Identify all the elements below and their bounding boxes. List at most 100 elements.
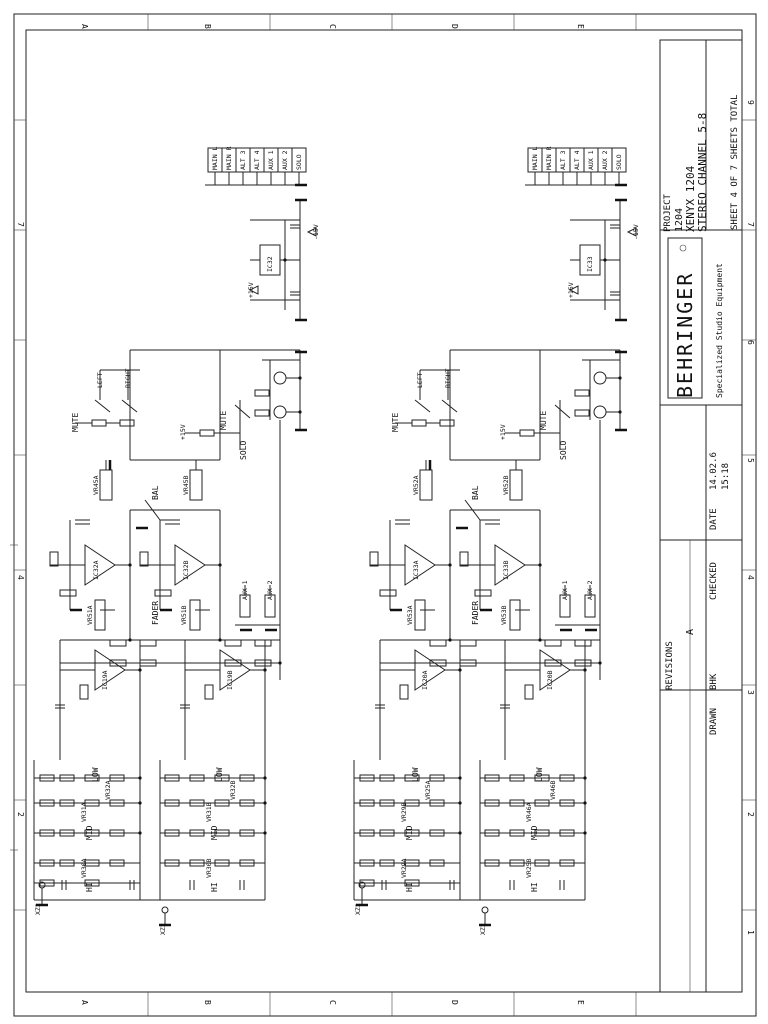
right-eq-mid-1: MID [405, 825, 414, 840]
drawn-value: BHK [709, 673, 719, 690]
right-pot-4: VR25B [525, 858, 533, 878]
right-eq-hi-2: HI [530, 882, 539, 892]
right-bus-4: ALT 4 [573, 150, 581, 170]
zone-letter-top-e: E [576, 24, 585, 29]
left-pwr-3: +15V [179, 424, 187, 440]
right-pot-2: VR29B [400, 802, 408, 822]
left-left-label: LEFT [96, 372, 104, 388]
left-ic-4: IC32B [182, 560, 190, 580]
dimension-mark [10, 544, 18, 851]
right-bus-5: AUX 1 [587, 150, 595, 170]
zone-letter-top-b: B [203, 24, 212, 29]
product-name: XENYX 1204 [684, 165, 697, 232]
left-right-label: RIGHT [124, 368, 132, 388]
drawn-label: DRAWN [709, 708, 719, 735]
right-mute-label-2: MUTE [539, 411, 548, 430]
left-ic-3: IC32A [92, 560, 100, 580]
zone-number-5: 5 [746, 458, 755, 463]
right-bus-1: MAIN L [531, 146, 539, 170]
right-connector-1: XZ2 [354, 903, 362, 915]
right-bus-2: MAIN R [545, 146, 553, 170]
right-ic-1: IC20A [421, 670, 429, 690]
zone-letter-top-d: D [450, 24, 459, 29]
left-ic-5: IC32 [266, 256, 274, 272]
right-bus-6: AUX 2 [601, 150, 609, 170]
right-pot-3: VR25A [424, 780, 432, 800]
left-bal-label: BAL [151, 485, 160, 500]
left-pot-6: VR32B [229, 780, 237, 800]
left-mute-label-2: MUTE [219, 411, 228, 430]
left-solo-label: SOLO [239, 441, 248, 460]
left-pot-4: VR30B [205, 858, 213, 878]
left-eq-mid-2: MID [210, 825, 219, 840]
left-fader-label: FADER [151, 601, 160, 625]
left-bus-6: AUX 2 [281, 150, 289, 170]
left-eq-low-2: LOW [215, 767, 224, 782]
right-mute-label-1: MUTE [391, 413, 400, 432]
left-ic-1: IC19A [101, 670, 109, 690]
left-pwr-1: +15V [247, 282, 255, 298]
right-pot-8: VR52B [502, 475, 510, 495]
left-eq-low-1: LOW [91, 767, 100, 782]
zone-number-left-7: 7 [16, 222, 25, 227]
left-bus-3: ALT 3 [239, 150, 247, 170]
zone-ticks [14, 14, 756, 1016]
left-aux1-label: AUX 1 [241, 580, 249, 600]
right-eq-low-2: LOW [535, 767, 544, 782]
revisions-label: REVISIONS [665, 641, 675, 690]
zone-number-9: 9 [746, 100, 755, 105]
left-pot-7: VR45A [92, 475, 100, 495]
right-ic-3: IC33A [412, 560, 420, 580]
right-ic-4: IC33B [502, 560, 510, 580]
left-pot-5: VR31B [205, 802, 213, 822]
left-ic-2: IC19B [226, 670, 234, 690]
zone-number-1: 1 [746, 930, 755, 935]
right-solo-label: SOLO [559, 441, 568, 460]
right-connector-2: XZ2 [479, 923, 487, 935]
zone-number-3: 3 [746, 690, 755, 695]
registered-mark-icon [679, 244, 687, 252]
title-block: PROJECT 1204 XENYX 1204 STEREO CHANNEL 5… [659, 39, 743, 993]
right-pot-9: VR53A [406, 605, 414, 625]
right-bal-label: BAL [471, 485, 480, 500]
outer-frame [13, 13, 757, 1017]
right-bus-7: SOLO [615, 154, 623, 170]
right-pot-1: VR29A [400, 858, 408, 878]
left-pot-10: VR51B [180, 605, 188, 625]
left-eq-mid-1: MID [85, 825, 94, 840]
zone-letter-bottom-b: B [203, 1000, 212, 1005]
left-eq-hi-1: HI [85, 882, 94, 892]
right-pwr-2: -15V [632, 224, 640, 240]
date-label: DATE [709, 508, 719, 530]
left-aux2-label: AUX 2 [266, 580, 274, 600]
zone-number-2: 2 [746, 812, 755, 817]
right-aux2-label: AUX 2 [586, 580, 594, 600]
inner-frame [25, 29, 743, 993]
left-pot-1: VR30A [80, 858, 88, 878]
right-left-label: LEFT [416, 372, 424, 388]
left-bus-5: AUX 1 [267, 150, 275, 170]
zone-number-6: 6 [746, 340, 755, 345]
right-pwr-3: +15V [499, 424, 507, 440]
checked-label: CHECKED [709, 562, 719, 600]
left-connector-2: XZ2 [159, 923, 167, 935]
left-pwr-2: -15V [312, 224, 320, 240]
right-pot-7: VR52A [412, 475, 420, 495]
right-eq-low-1: LOW [411, 767, 420, 782]
brand-subtitle: Specialized Studio Equipment [715, 263, 724, 398]
revision-value: A [685, 629, 696, 635]
left-connector-1: XZ2 [34, 903, 42, 915]
right-pot-10: VR53B [500, 605, 508, 625]
zone-letter-bottom-e: E [576, 1000, 585, 1005]
zone-letter-top-c: C [328, 24, 337, 29]
zone-number-left-4: 4 [16, 575, 25, 580]
zone-number-left-2: 2 [16, 812, 25, 817]
right-pot-5: VR46A [525, 802, 533, 822]
zone-number-4: 4 [746, 575, 755, 580]
right-ic-5: IC33 [586, 256, 594, 272]
right-eq-mid-2: MID [530, 825, 539, 840]
sheet-info: SHEET 4 OF 7 SHEETS TOTAL [730, 95, 740, 230]
left-bus-2: MAIN R [225, 146, 233, 170]
zone-letter-bottom-c: C [328, 1000, 337, 1005]
right-aux1-label: AUX 1 [561, 580, 569, 600]
